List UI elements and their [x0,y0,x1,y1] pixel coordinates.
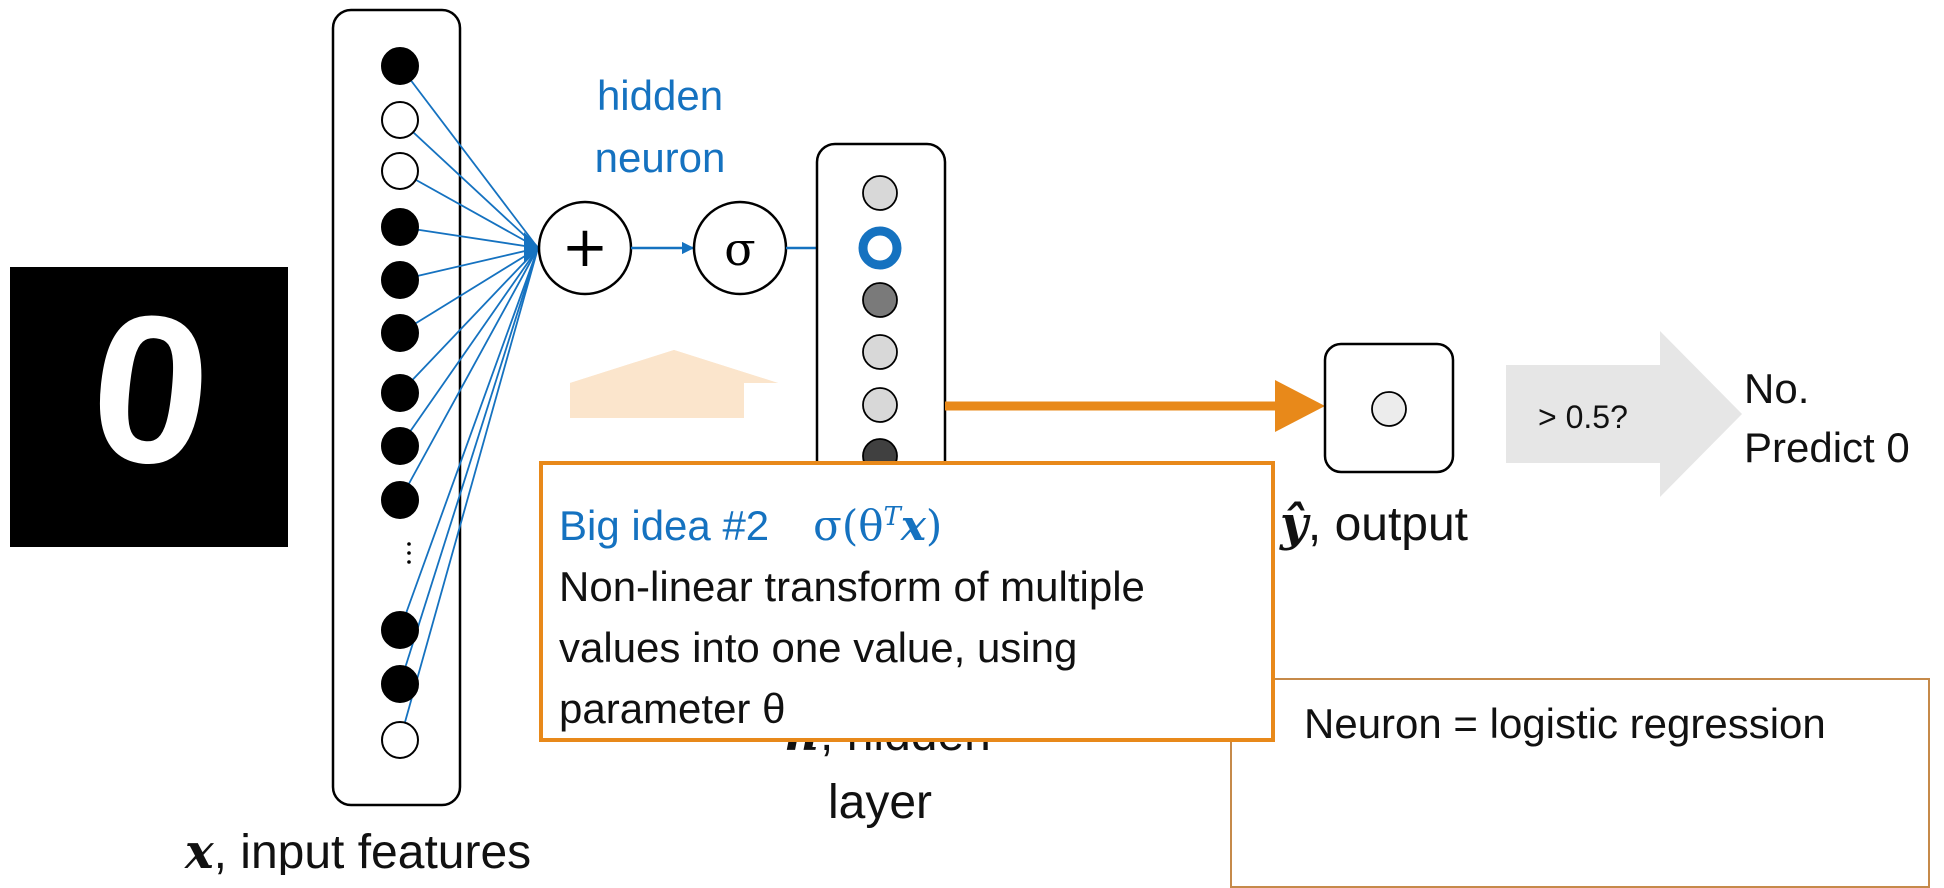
output-text: , output [1308,498,1468,551]
callout-line1: Non-linear transform of multiple [559,563,1145,610]
hidden-node [862,282,898,318]
hidden-layer-label-line2: layer [828,776,932,829]
input-connection-line [399,65,539,249]
prediction-line1: No. [1744,365,1809,412]
input-connection-line [399,247,539,501]
callout-line2: values into one value, using [559,624,1078,671]
threshold-arrow [1506,331,1742,497]
input-nodes [381,47,419,759]
hidden-nodes [858,175,902,474]
input-connection-line [399,247,539,281]
digit-glyph: 0 [80,267,221,513]
callout-formula: σ(θTx) [813,501,942,550]
callout-title-row: Big idea #2 σ(θTx) [559,487,1255,556]
connection-arrowhead [524,232,540,264]
formula-sup: T [883,502,901,532]
input-features-text: , input features [214,826,532,875]
hidden-node-active [858,226,902,270]
formula-x: x [900,501,926,550]
input-node [381,427,419,465]
input-node [381,261,419,299]
formula-close: ) [925,501,943,550]
hidden-node [862,175,898,211]
note-text: Neuron = logistic regression [1304,700,1826,747]
output-label: ŷ, output [1279,496,1468,552]
hidden-node [862,334,898,370]
formula-sigma: σ(θ [813,501,884,550]
hidden-neuron-label-line1: hidden [597,72,723,119]
output-var: ŷ [1279,496,1311,552]
sigma-symbol: σ [724,222,755,276]
note-box: Neuron = logistic regression [1230,678,1930,888]
input-node [381,47,419,85]
input-node [381,101,419,139]
input-node [381,374,419,412]
input-connections [399,65,540,741]
input-node [381,208,419,246]
input-connection-line [399,247,539,334]
input-connection-line [399,247,539,394]
input-connection-line [399,226,539,249]
input-features-label: x, input features [184,824,531,875]
input-connection-line [399,119,539,249]
input-node [381,665,419,703]
digit-image: 0 [10,267,288,547]
input-features-var: x [184,824,215,875]
big-idea-callout: Big idea #2 σ(θTx) Non-linear transform o… [539,461,1275,742]
hidden-neuron-label-line2: neuron [595,134,726,181]
input-node [381,314,419,352]
threshold-label: > 0.5? [1538,399,1628,435]
input-connection-line [399,247,539,685]
sum-symbol: + [562,215,609,280]
prediction-line2: Predict 0 [1744,424,1910,471]
output-node [1371,391,1407,427]
input-connection-line [399,170,539,249]
hidden-node [862,387,898,423]
hidden-to-output-arrowhead [1275,380,1325,432]
input-connection-line [399,247,539,741]
callout-line3: parameter θ [559,685,786,732]
input-node [381,611,419,649]
input-node [381,481,419,519]
input-node [381,721,419,759]
callout-title: Big idea #2 [559,502,770,549]
ellipsis-dots [407,542,411,564]
input-connection-line [399,247,539,631]
input-node [381,152,419,190]
input-connection-line [399,247,539,447]
